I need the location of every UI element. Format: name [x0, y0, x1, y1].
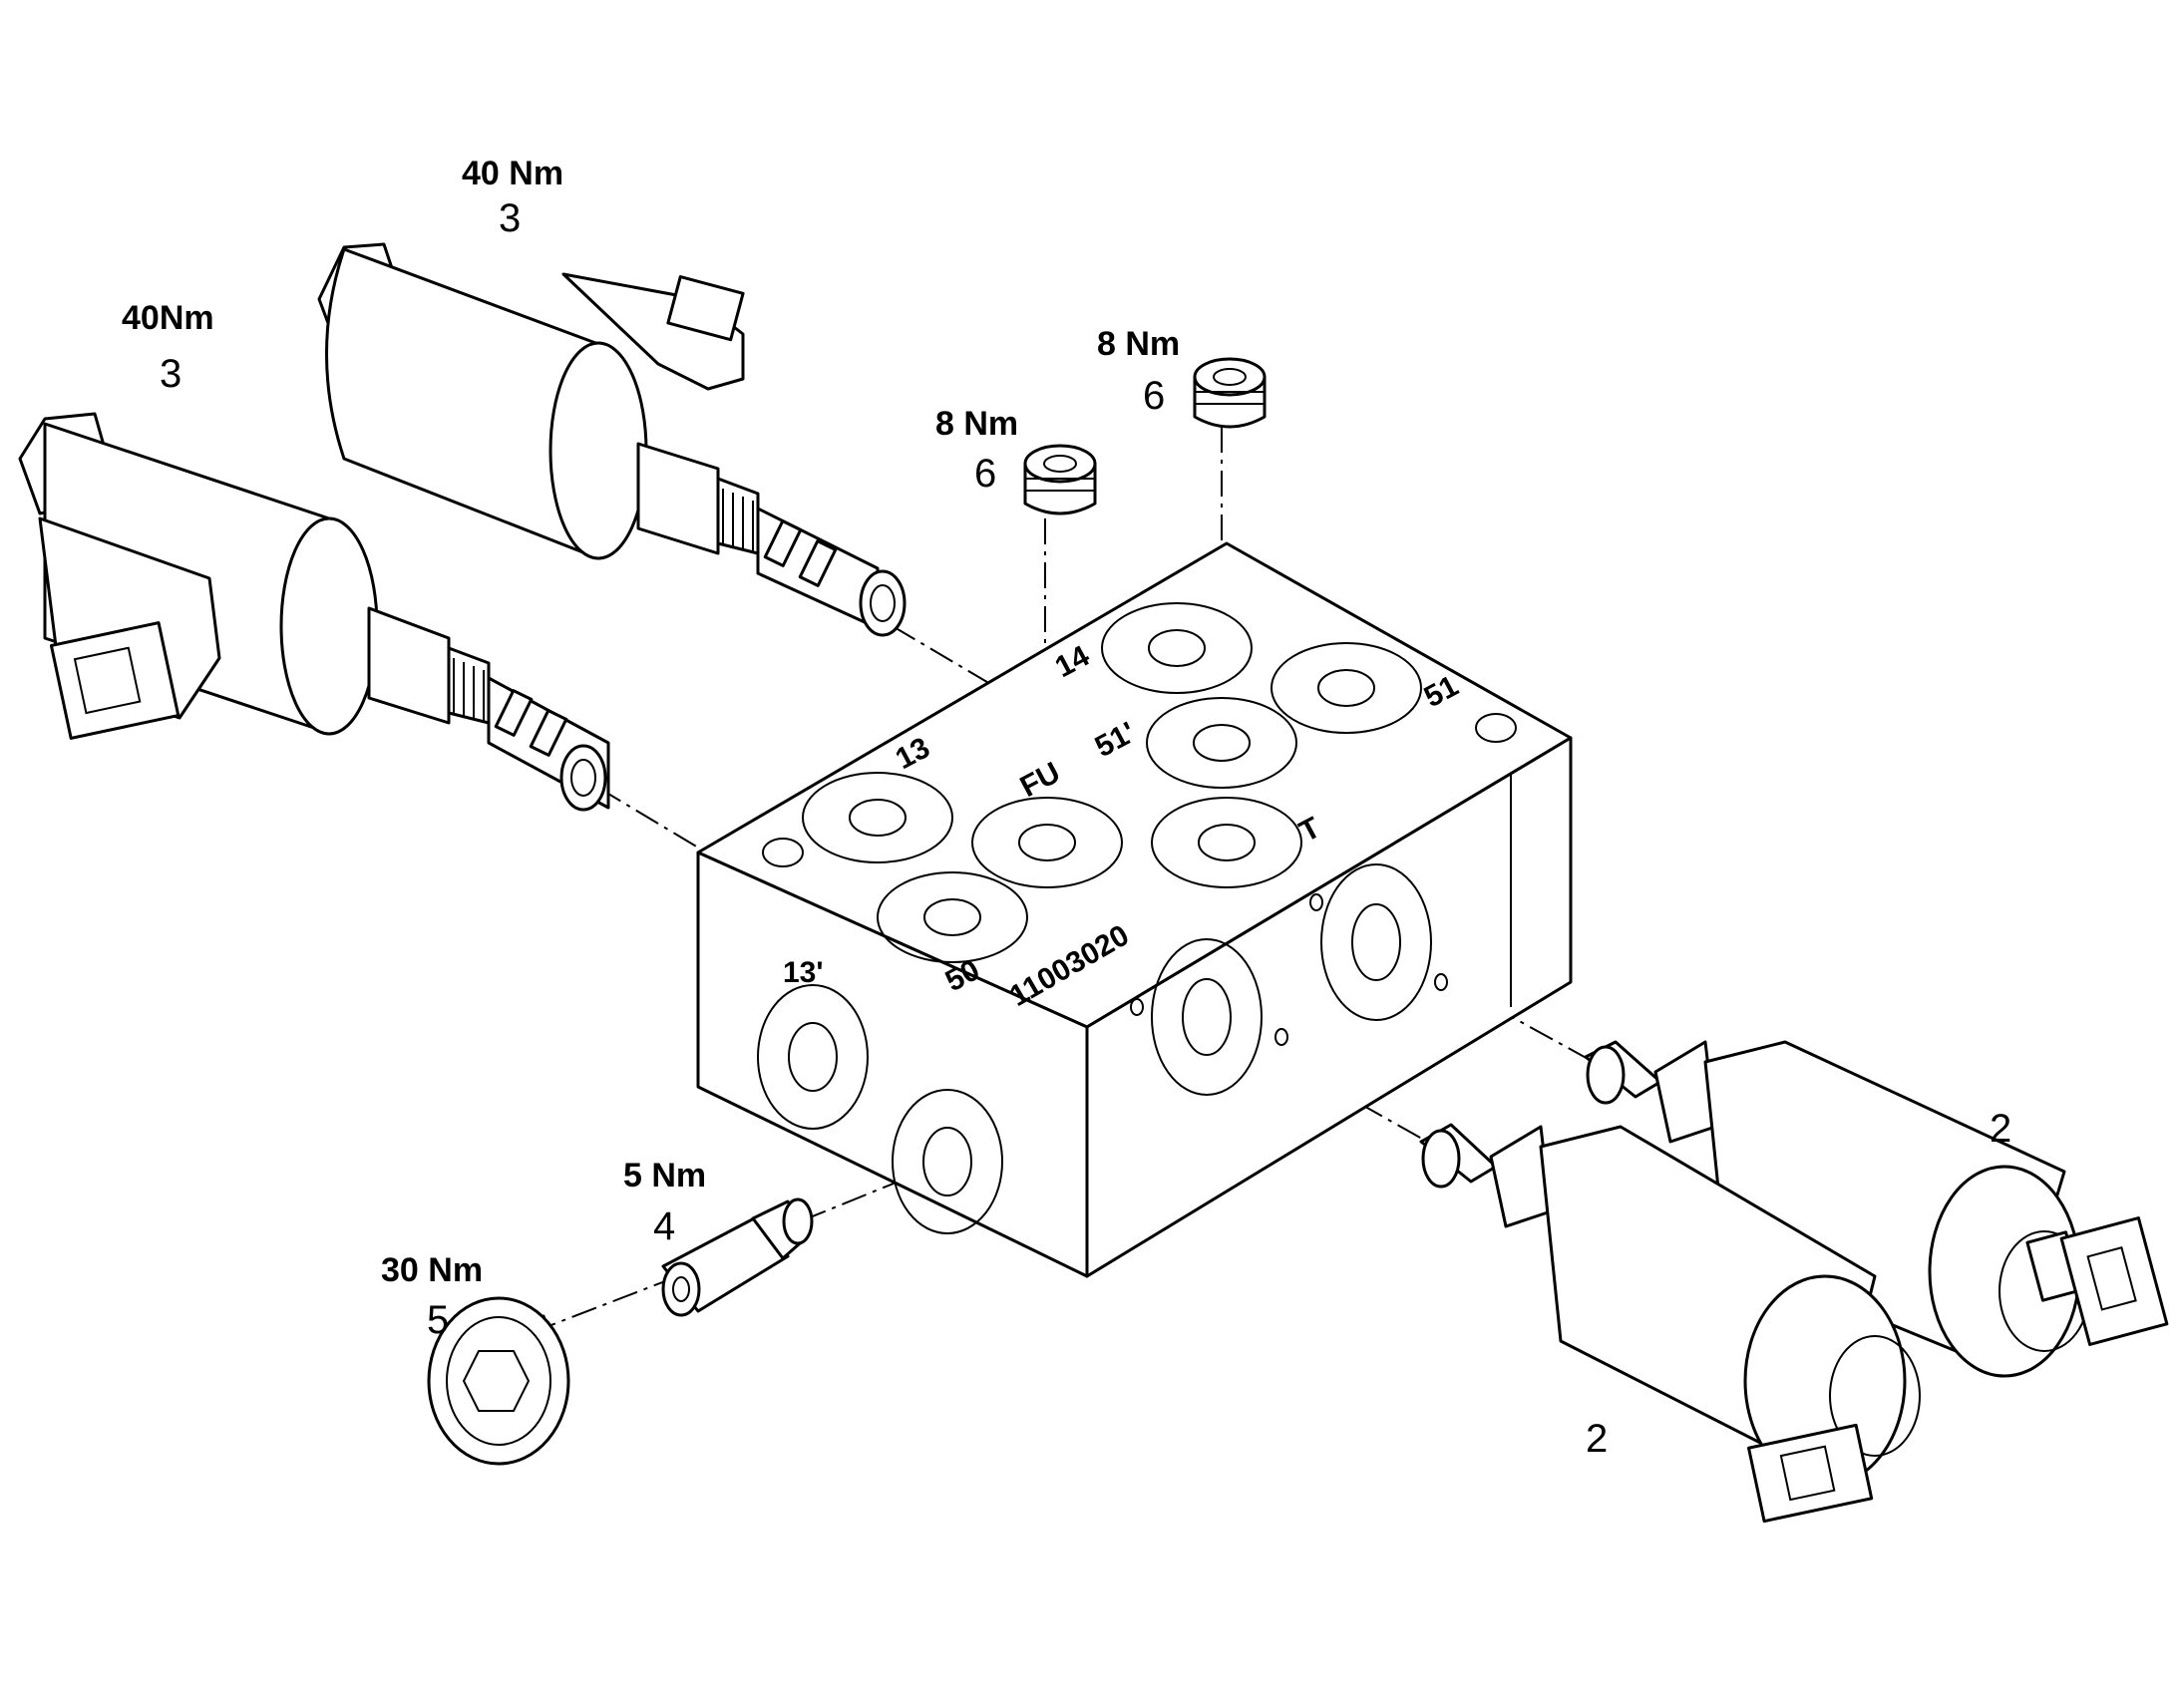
- torque-label-plug-5: 30 Nm: [381, 1251, 483, 1289]
- plug-6-a: [1023, 444, 1097, 515]
- manifold-block: 13 14 FU 51' 51 T 50 13' 11003020: [696, 541, 1573, 1278]
- solenoid-valve-top: [317, 242, 907, 637]
- right-face-ports: [1130, 863, 1448, 1096]
- torque-label-solenoid-top: 40 Nm: [462, 155, 563, 192]
- cartridge-4: [661, 1197, 814, 1317]
- solenoid-valve-left: [18, 412, 610, 812]
- callouts: 40 Nm 3 40Nm 3 8 Nm 6 8 Nm 6 5 Nm 4 30 N…: [122, 155, 2011, 1461]
- proportional-valve-lower: [1419, 1123, 1921, 1524]
- item-number-valve-upper: 2: [1990, 1107, 2011, 1151]
- front-face-ports: [757, 984, 1003, 1234]
- top-face-ports: [762, 602, 1517, 963]
- plug-6-b: [1193, 357, 1267, 429]
- proportional-valve-upper: [1584, 1040, 2169, 1378]
- torque-label-plug-b: 8 Nm: [1097, 325, 1180, 363]
- port-label-13b: 13': [783, 956, 824, 989]
- item-number-plug-a: 6: [974, 452, 996, 496]
- plug-5: [427, 1296, 570, 1466]
- torque-label-solenoid-left: 40Nm: [122, 299, 214, 337]
- item-number-valve-lower: 2: [1586, 1417, 1608, 1461]
- item-number-cartridge-4: 4: [653, 1204, 675, 1248]
- item-number-solenoid-top: 3: [499, 196, 521, 240]
- torque-label-cartridge-4: 5 Nm: [623, 1157, 706, 1195]
- item-number-plug-b: 6: [1143, 374, 1165, 418]
- item-number-plug-5: 5: [427, 1298, 449, 1342]
- torque-label-plug-a: 8 Nm: [935, 405, 1018, 443]
- item-number-solenoid-left: 3: [160, 352, 182, 396]
